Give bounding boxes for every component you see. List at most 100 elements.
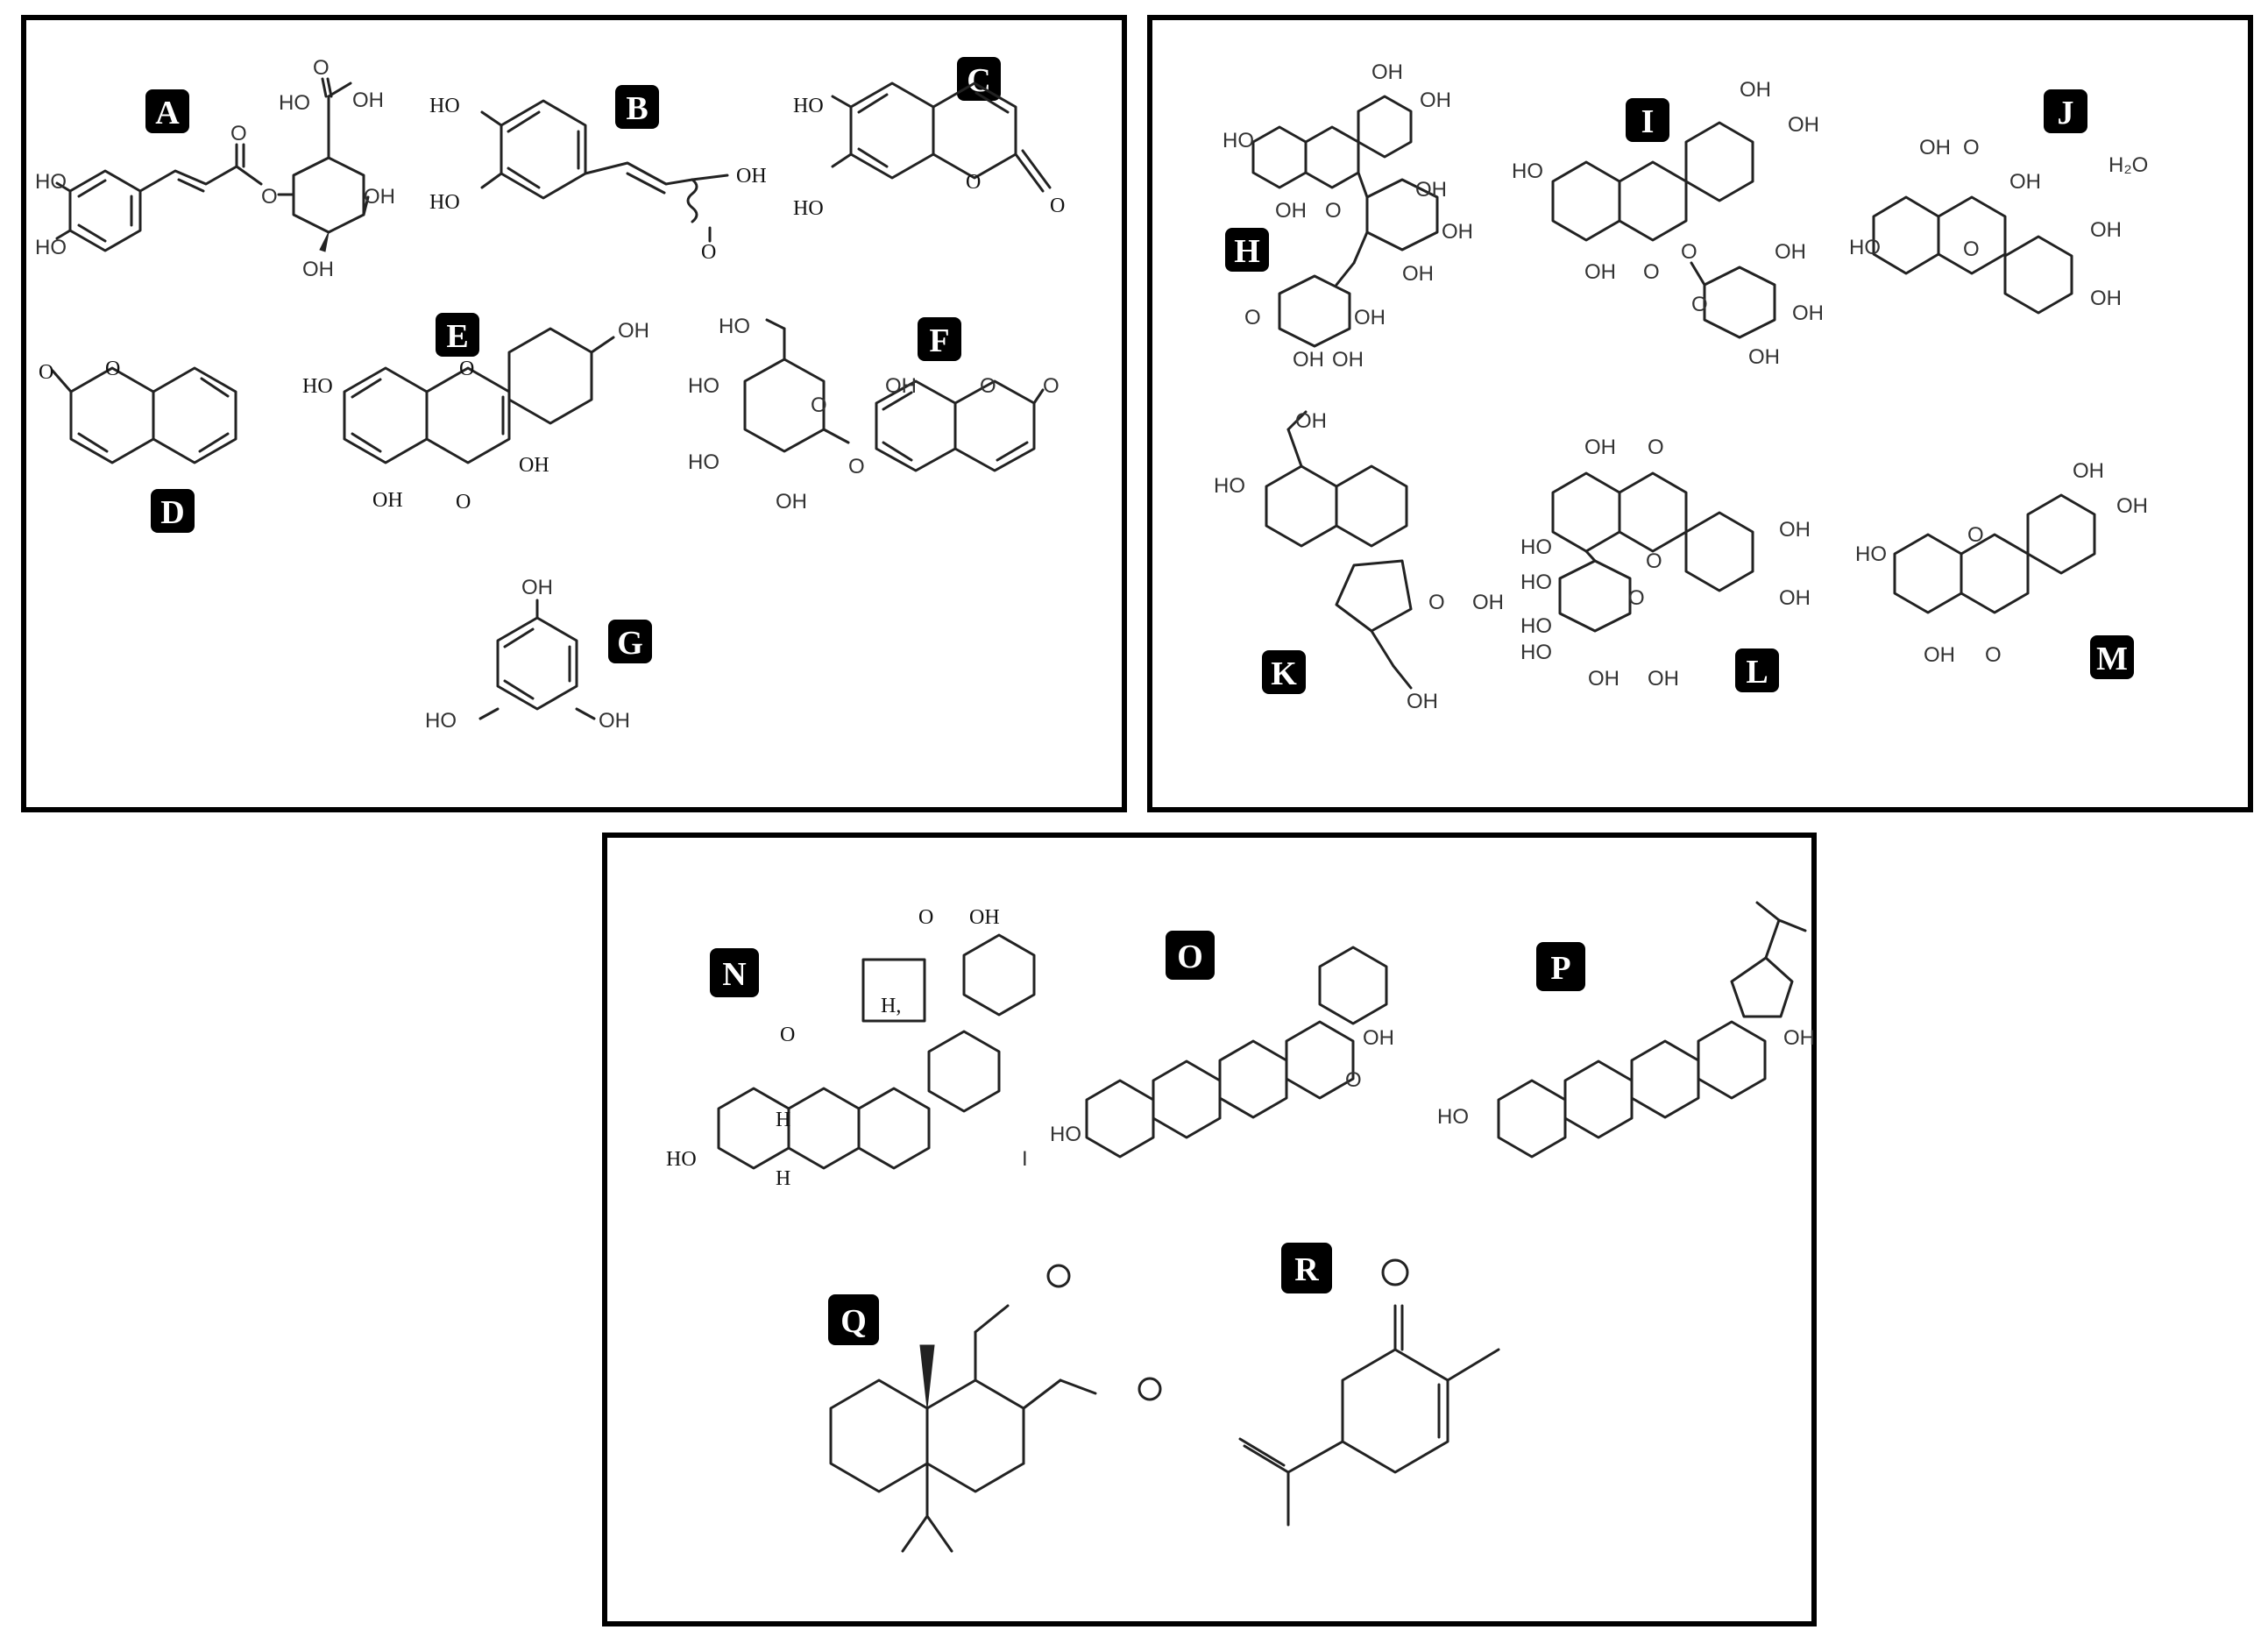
atom-ho: HO xyxy=(793,197,824,220)
atom-ho: HO xyxy=(1855,542,1887,566)
atom-oh: OH xyxy=(1363,1026,1394,1050)
atom-ho: HO xyxy=(35,236,67,259)
svg-text:E: E xyxy=(446,318,468,355)
atom-oh: OH xyxy=(2090,218,2122,242)
atom-oh: OH xyxy=(521,576,553,599)
atom-oh: OH xyxy=(1371,60,1403,84)
compound-e: E O OH HO OH O OH xyxy=(302,313,649,514)
atom-oh: OH xyxy=(1588,667,1619,691)
atom-oh: OH xyxy=(885,374,917,398)
atom-oh: OH xyxy=(1275,199,1307,223)
atom-o: O xyxy=(1646,549,1662,573)
badge-c: C xyxy=(957,57,1001,101)
badge-d: D xyxy=(151,489,195,533)
compound-b: B HO HO OH O xyxy=(429,85,767,264)
svg-text:J: J xyxy=(2058,95,2074,131)
svg-text:D: D xyxy=(160,494,184,531)
atom-o: O xyxy=(261,185,278,209)
atom-oh: OH xyxy=(1420,89,1451,112)
atom-ho: HO xyxy=(1520,641,1552,664)
atom-oh: OH xyxy=(1924,643,1955,667)
svg-text:F: F xyxy=(929,322,949,359)
text-cursor-mark: I xyxy=(1022,1147,1028,1171)
atom-oh: OH xyxy=(1295,409,1327,433)
steroid-rings-n xyxy=(717,933,1036,1170)
badge-o: O xyxy=(1166,931,1215,980)
atom-o: O xyxy=(780,1024,795,1046)
atom-o: O xyxy=(105,358,120,380)
badge-g: G xyxy=(608,620,652,663)
badge-r: R xyxy=(1281,1243,1332,1293)
compound-p: P OH HO xyxy=(1437,901,1815,1159)
panel-2-frame xyxy=(1147,15,2253,812)
atom-ho: HO xyxy=(302,375,333,398)
compound-a: A HO HO O O O OH xyxy=(35,56,395,281)
atom-o: O xyxy=(918,906,933,929)
atom-oh: OH xyxy=(1415,178,1447,202)
steroid-rings-o xyxy=(1085,946,1388,1159)
svg-text:P: P xyxy=(1550,950,1570,987)
atom-ho: HO xyxy=(1050,1123,1081,1146)
compound-o: O OH O HO I xyxy=(1022,931,1394,1171)
atom-oh: OH xyxy=(1779,518,1811,542)
atom-o: O xyxy=(1985,643,2002,667)
atom-o: O xyxy=(966,171,981,194)
svg-text:G: G xyxy=(617,625,643,662)
svg-text:R: R xyxy=(1294,1251,1319,1288)
atom-oh: OH xyxy=(2009,170,2041,194)
atom-ho: HO xyxy=(1520,614,1552,638)
badge-l: L xyxy=(1735,648,1779,692)
atom-h: H xyxy=(776,1167,790,1190)
atom-o: O xyxy=(456,491,471,514)
badge-n: N xyxy=(710,948,759,997)
carbonyl-oxygen xyxy=(1381,1258,1409,1286)
atom-oh: OH xyxy=(1584,260,1616,284)
atom-ho: HO xyxy=(429,191,460,214)
compound-l: L OH O HO O OH OH HO HO HO OH OH O xyxy=(1520,436,1811,692)
atom-oh: OH xyxy=(1748,345,1780,369)
atom-ho: HO xyxy=(1520,570,1552,594)
atom-oh: OH xyxy=(1332,348,1364,372)
atom-o: O xyxy=(1967,523,1984,547)
atom-ho: HO xyxy=(35,170,67,194)
atom-oh: OH xyxy=(1648,667,1679,691)
svg-text:I: I xyxy=(1641,103,1655,140)
atom-o: O xyxy=(811,393,827,417)
atom-oh: OH xyxy=(1779,586,1811,610)
panel-1-frame xyxy=(21,15,1127,812)
atom-h: H xyxy=(776,1109,790,1131)
atom-ho: HO xyxy=(688,374,719,398)
atom-oh: OH xyxy=(618,319,649,343)
badge-k: K xyxy=(1262,650,1306,694)
atom-ho: HO xyxy=(1223,129,1254,152)
atom-o: O xyxy=(313,56,330,80)
badge-m: M xyxy=(2090,635,2134,679)
atom-ho: HO xyxy=(1512,159,1543,183)
svg-text:C: C xyxy=(967,62,990,99)
atom-ho: HO xyxy=(1520,535,1552,559)
compound-d: D O O xyxy=(39,358,237,533)
carbonyl-oxygen xyxy=(1138,1377,1162,1401)
badge-j: J xyxy=(2044,89,2087,133)
badge-b: B xyxy=(615,85,659,129)
compound-g: G OH HO OH xyxy=(425,576,652,733)
atom-o: O xyxy=(39,361,53,384)
atom-oh: OH xyxy=(1792,301,1824,325)
atom-oh: OH xyxy=(1783,1026,1815,1050)
atom-ho: HO xyxy=(425,709,457,733)
atom-oh: OH xyxy=(736,165,767,188)
atom-oh: OH xyxy=(372,489,403,512)
atom-h-subscript: H, xyxy=(881,995,901,1017)
atom-o: O xyxy=(1043,374,1060,398)
svg-text:L: L xyxy=(1746,654,1768,691)
svg-text:N: N xyxy=(722,956,746,993)
atom-ho: HO xyxy=(793,95,824,117)
badge-e: E xyxy=(436,313,479,357)
carbonyl-oxygen xyxy=(1046,1264,1071,1288)
atom-ho: HO xyxy=(1849,236,1881,259)
compound-m: M HO O OH O OH OH xyxy=(1855,459,2148,679)
compound-r: R xyxy=(1238,1243,1500,1527)
atom-ho: HO xyxy=(666,1148,697,1171)
compound-c: C HO HO O O xyxy=(793,57,1065,220)
